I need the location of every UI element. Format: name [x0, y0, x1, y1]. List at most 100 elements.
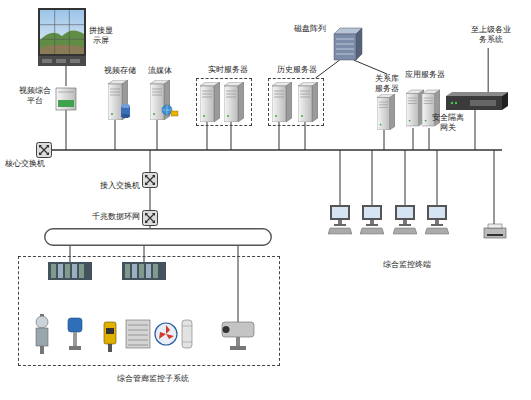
field-sensors [104, 322, 116, 344]
network-bus [494, 150, 495, 228]
node-label: 历史服务器 [274, 65, 320, 75]
network-bus [413, 128, 414, 150]
camera-icon [230, 346, 246, 350]
display-wall-node: 拼接显示屏 [38, 8, 86, 66]
network-bus [70, 246, 71, 262]
field-sensors [36, 328, 48, 346]
disk-array-icon [334, 28, 362, 60]
network-bus [405, 150, 406, 205]
ring-outline [44, 228, 272, 246]
terminal-icons [425, 205, 449, 234]
server-icons [377, 94, 395, 130]
video-platform-node: 视频综合平台 [55, 86, 77, 110]
terminal-icons [360, 205, 384, 234]
plc-racks [125, 264, 130, 278]
server-group: 实时服务器 [196, 78, 252, 126]
field-sensors [36, 316, 48, 328]
security-gateway-icon [446, 92, 508, 110]
plc-racks [58, 264, 63, 278]
display-wall [42, 59, 52, 63]
subsystem-box: 综合管廊监控子系统 [18, 256, 280, 366]
network-bus [340, 150, 341, 205]
server-icons [298, 82, 318, 122]
video-platform-icon [58, 92, 74, 93]
node-label: 至上级各业务系统 [469, 25, 513, 44]
node-label: 视频存储 [100, 66, 140, 76]
streaming-globe [162, 105, 172, 115]
connector-line [488, 48, 489, 92]
security-gateway-icon [446, 92, 508, 96]
field-sensors [73, 332, 77, 348]
connector-line [66, 66, 67, 86]
video-storage-node: 视频存储 [106, 80, 130, 122]
printer-icon [487, 234, 503, 236]
plc-racks [72, 264, 77, 278]
plc-racks [65, 264, 70, 278]
plc-racks [48, 262, 92, 280]
network-bus [279, 122, 280, 150]
display-wall [40, 45, 84, 54]
plc-racks [51, 264, 56, 278]
streaming-node: 流媒体 [150, 80, 176, 122]
field-sensors [182, 320, 192, 348]
camera-icon [223, 326, 230, 333]
network-bus [231, 122, 232, 150]
field-sensors [182, 326, 192, 342]
ring-network: 千兆数据环网 [44, 228, 272, 246]
node-label: 千兆数据环网 [90, 212, 142, 222]
network-bus [437, 150, 438, 205]
storage-cylinder [121, 104, 130, 118]
disk-array-icon [334, 34, 356, 60]
server-icons [200, 82, 220, 122]
field-sensors [108, 344, 112, 352]
database-server-node: 关系库服务器 [372, 74, 402, 132]
printer-icon [484, 228, 506, 238]
storage-cylinder [121, 114, 130, 118]
display-wall [70, 59, 80, 63]
field-sensors [128, 325, 148, 345]
app-server-node: 应用服务器 [405, 86, 443, 130]
node-label: 视频综合平台 [18, 86, 52, 105]
upstream-system-node: 至上级各业务系统 [468, 22, 514, 48]
field-sensors [68, 318, 82, 332]
security-gateway-icon [455, 102, 457, 104]
terminal-group: 综合监控终端 [322, 200, 454, 240]
node-label: 实时服务器 [205, 65, 251, 75]
switch-icons [37, 143, 158, 226]
field-sensors [69, 346, 81, 350]
node-label: 拼接显示屏 [88, 26, 114, 45]
terminal-icons [328, 205, 352, 234]
terminal-icons [328, 205, 449, 234]
printer-icon [488, 224, 502, 228]
node-label: 核心交换机 [2, 159, 48, 169]
display-wall [40, 10, 84, 54]
display-wall [56, 59, 66, 63]
security-gateway-icon [451, 102, 453, 104]
network-bus [475, 110, 476, 150]
network-bus [144, 246, 145, 262]
field-sensors [36, 314, 192, 354]
plc-racks [139, 264, 144, 278]
network-bus [115, 120, 116, 150]
network-bus [66, 110, 67, 150]
ring-outline [45, 229, 272, 246]
plc-racks [48, 262, 166, 280]
camera-icon [222, 322, 254, 337]
node-label: 磁盘阵列 [290, 24, 330, 34]
security-gateway-icon [502, 92, 508, 110]
camera-icon [222, 322, 254, 350]
plc-racks [79, 264, 84, 278]
disk-array-icon [356, 28, 362, 60]
plc-racks [153, 264, 158, 278]
network-bus [429, 128, 430, 150]
network-bus [44, 110, 502, 322]
field-sensors [155, 323, 177, 345]
security-gateway-icon [470, 100, 496, 106]
network-bus [157, 120, 158, 150]
switch-icons [37, 143, 52, 158]
server-group: 历史服务器 [268, 78, 324, 126]
security-gateway-node: 安全隔离网关 [446, 92, 508, 110]
streaming-globe [171, 111, 178, 116]
video-platform-icon [56, 88, 76, 110]
